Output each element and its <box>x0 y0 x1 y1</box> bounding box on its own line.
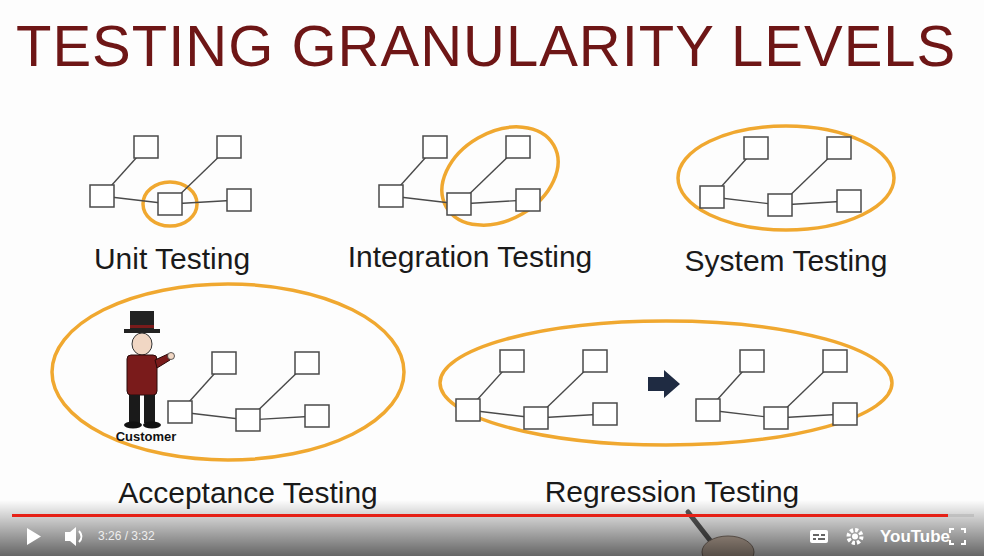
scope-ellipse <box>440 321 892 445</box>
module-graph <box>90 136 251 215</box>
evolution-arrow <box>648 370 680 398</box>
captions-lines <box>813 535 825 539</box>
time-display: 3:26 / 3:32 <box>98 530 155 543</box>
module-box <box>423 136 447 158</box>
module-box <box>506 136 530 158</box>
module-box <box>583 350 607 372</box>
scope-ellipse <box>424 107 575 245</box>
module-graph <box>379 136 540 215</box>
module-box <box>379 185 403 207</box>
level-label: Integration Testing <box>348 240 593 273</box>
settings-hub <box>852 534 858 540</box>
level-label: Regression Testing <box>545 475 800 508</box>
module-graph <box>700 137 861 216</box>
module-box <box>516 189 540 211</box>
level-label: System Testing <box>685 244 888 277</box>
play-icon <box>27 528 41 545</box>
customer-figure <box>124 311 175 429</box>
module-box <box>168 401 192 423</box>
module-box <box>500 350 524 372</box>
module-box <box>744 137 768 159</box>
scope-ellipse <box>678 126 894 230</box>
module-box <box>700 186 724 208</box>
module-box <box>827 137 851 159</box>
volume-wave <box>79 531 82 542</box>
progress-track <box>12 514 974 517</box>
scope-ellipses <box>52 107 894 460</box>
module-box <box>227 189 251 211</box>
module-box <box>764 407 788 429</box>
module-graph <box>168 352 329 431</box>
module-box <box>217 136 241 158</box>
module-box <box>295 352 319 374</box>
module-box <box>837 190 861 212</box>
face <box>132 333 152 355</box>
module-box <box>456 399 480 421</box>
captions-icon <box>810 530 828 543</box>
module-box <box>158 193 182 215</box>
hat-brim <box>124 329 160 333</box>
jacket <box>127 355 157 395</box>
figure-caption: Customer <box>116 430 177 444</box>
module-box <box>833 403 857 425</box>
module-graphs <box>90 136 861 431</box>
right-leg <box>144 395 155 423</box>
module-box <box>593 403 617 425</box>
scope-ellipse <box>52 284 404 460</box>
hand <box>168 353 175 360</box>
fullscreen-icon <box>950 529 965 544</box>
settings-icon <box>849 530 862 543</box>
module-box <box>134 136 158 158</box>
left-shoe <box>124 422 142 429</box>
left-leg <box>129 395 140 423</box>
title: TESTING GRANULARITY LEVELS <box>16 14 956 78</box>
level-label: Acceptance Testing <box>118 476 378 509</box>
module-box <box>305 405 329 427</box>
module-box <box>823 350 847 372</box>
level-label: Unit Testing <box>94 242 250 275</box>
module-graph <box>696 350 857 429</box>
module-box <box>740 350 764 372</box>
module-box <box>447 193 471 215</box>
module-box <box>768 194 792 216</box>
hat-crown <box>130 311 154 331</box>
volume-icon <box>65 527 76 546</box>
module-box <box>236 409 260 431</box>
hat-band <box>130 325 154 328</box>
module-box <box>212 352 236 374</box>
module-box <box>696 399 720 421</box>
progress-played <box>12 514 948 517</box>
module-box <box>524 407 548 429</box>
player-logo: YouTube <box>880 528 950 547</box>
right-shoe <box>143 422 161 429</box>
module-graph <box>456 350 617 429</box>
scope-ellipse <box>143 182 197 226</box>
module-box <box>90 185 114 207</box>
